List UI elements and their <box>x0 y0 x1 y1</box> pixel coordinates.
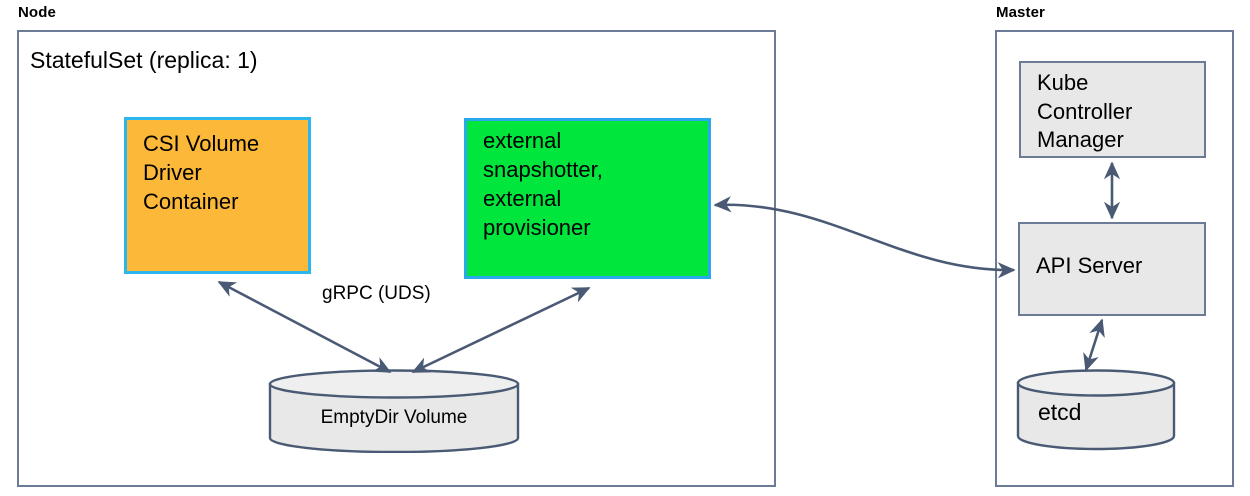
kube-controller-manager-box[interactable]: Kube Controller Manager <box>1019 61 1206 158</box>
emptydir-volume-label: EmptyDir Volume <box>320 407 468 428</box>
grpc-uds-label: gRPC (UDS) <box>322 283 431 304</box>
csi-volume-driver-container-box[interactable]: CSI Volume Driver Container <box>124 117 311 274</box>
etcd-label: etcd <box>1038 399 1082 425</box>
statefulset-title: StatefulSet (replica: 1) <box>30 47 258 73</box>
external-sidecars-label: external snapshotter, external provision… <box>483 128 603 241</box>
emptydir-volume-cylinder[interactable]: EmptyDir Volume <box>268 369 520 454</box>
master-group-label: Master <box>996 4 1045 21</box>
external-sidecars-box[interactable]: external snapshotter, external provision… <box>464 118 711 279</box>
node-group-label: Node <box>18 4 56 21</box>
api-server-box[interactable]: API Server <box>1018 222 1206 316</box>
kube-controller-manager-label: Kube Controller Manager <box>1037 70 1133 153</box>
api-server-label: API Server <box>1036 253 1143 278</box>
csi-volume-driver-container-label: CSI Volume Driver Container <box>143 131 260 215</box>
etcd-cylinder[interactable]: etcd <box>1016 369 1176 451</box>
cylinder-icon <box>268 369 520 454</box>
